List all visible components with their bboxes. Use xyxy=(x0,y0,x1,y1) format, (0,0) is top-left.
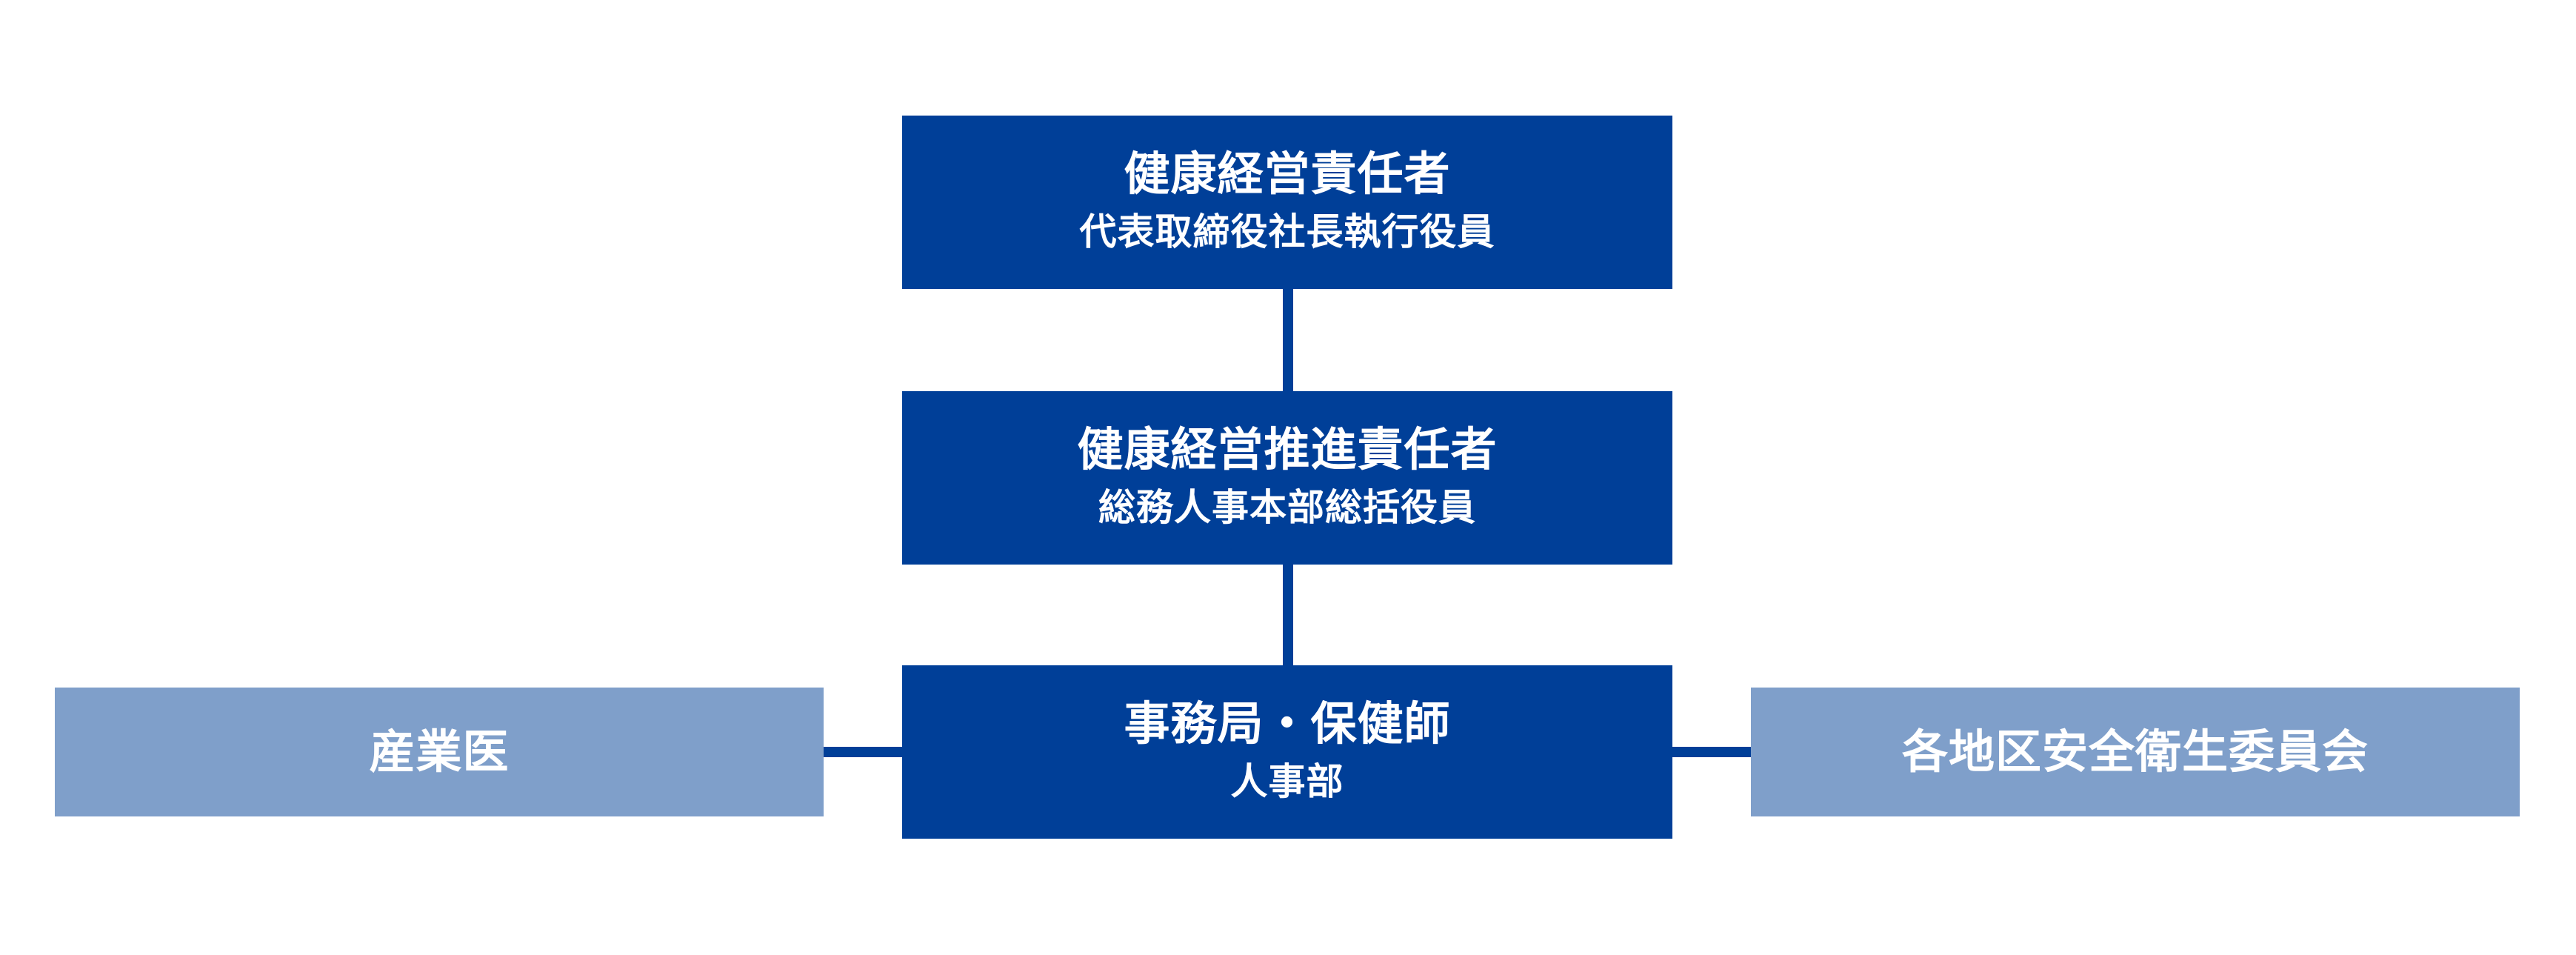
node-title: 事務局・保健師 xyxy=(1124,696,1451,751)
node-title: 各地区安全衛生委員会 xyxy=(1901,724,2369,779)
connector-left-bottom xyxy=(822,747,904,757)
node-title: 健康経営責任者 xyxy=(1124,147,1451,202)
node-regional-safety-committee: 各地区安全衛生委員会 xyxy=(1751,688,2520,816)
node-title: 産業医 xyxy=(369,724,510,779)
node-subtitle: 総務人事本部総括役員 xyxy=(1098,485,1476,529)
node-secretariat: 事務局・保健師 人事部 xyxy=(902,665,1672,839)
node-health-promotion-officer: 健康経営推進責任者 総務人事本部総括役員 xyxy=(902,391,1672,565)
node-title: 健康経営推進責任者 xyxy=(1077,422,1498,477)
node-subtitle: 代表取締役社長執行役員 xyxy=(1079,210,1495,253)
node-industrial-physician: 産業医 xyxy=(55,688,824,816)
connector-bottom-right xyxy=(1671,747,1752,757)
node-health-management-officer: 健康経営責任者 代表取締役社長執行役員 xyxy=(902,116,1672,289)
connector-middle-bottom xyxy=(1283,563,1293,667)
node-subtitle: 人事部 xyxy=(1230,759,1344,803)
connector-top-middle xyxy=(1283,287,1293,393)
